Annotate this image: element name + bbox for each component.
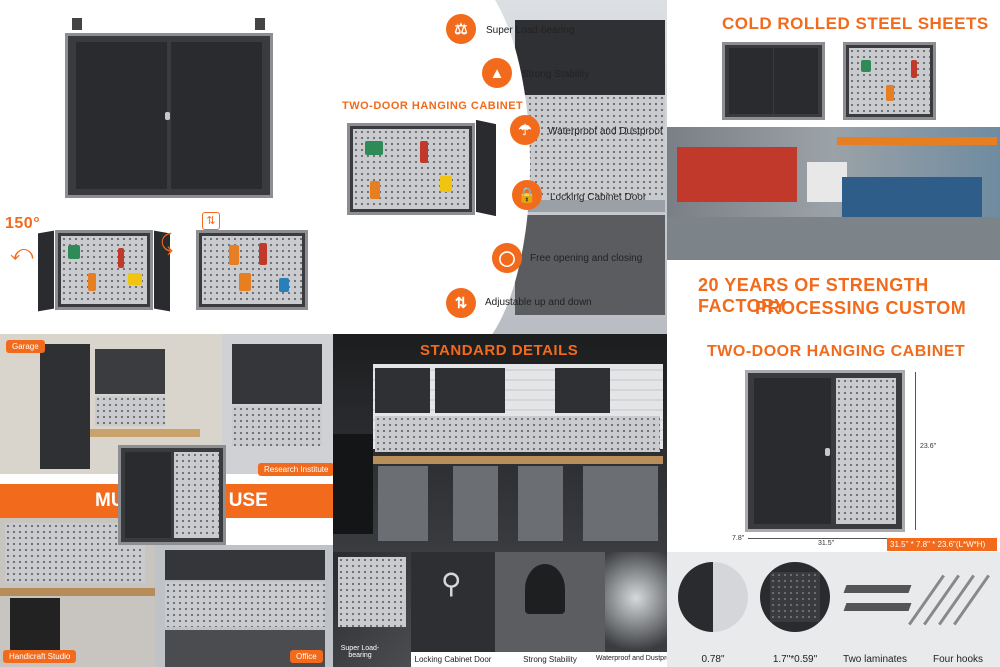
toggle-icon: ◯ — [492, 243, 522, 273]
dimension-summary: 31.5" * 7.8" * 23.6"(L*W*H) — [890, 540, 986, 549]
detail-hole-size — [760, 562, 830, 632]
dimension-depth: 7.8" — [732, 535, 745, 542]
umbrella-icon: ☂ — [510, 115, 540, 145]
detail-label-bg — [411, 652, 495, 667]
cabinet-open-adjustable — [196, 230, 308, 310]
key-icon: ⚲ — [441, 568, 462, 599]
laminate-shelf — [843, 603, 912, 611]
heading-two-door-large: TWO-DOOR HANGING CABINET — [707, 343, 966, 360]
detail-label: Locking Cabinet Door — [414, 655, 492, 664]
heading-years-line1: 20 YEARS OF STRENGTH FACTORY — [698, 275, 929, 316]
door-left-open — [38, 230, 54, 312]
scene-tag-garage: Garage — [6, 340, 45, 353]
cabinet-closed-small — [722, 42, 825, 120]
detail-label: 1.7"*0.59" — [772, 654, 818, 665]
feature-label: Free opening and closing — [530, 253, 643, 264]
scene-tag-research: Research Institute — [258, 463, 335, 476]
detail-label-bg — [495, 652, 605, 667]
hook-bracket — [525, 564, 565, 614]
detail-label: Waterproof and Dustproof — [595, 655, 677, 662]
arrow-left-icon: ⤺ — [10, 240, 34, 265]
detail-label-bg — [605, 652, 667, 667]
detail-label: Four hooks — [932, 654, 984, 665]
cabinet-dimension — [745, 370, 905, 532]
detail-stability — [495, 552, 605, 667]
dimension-width: 31.5" — [818, 540, 835, 547]
scene-tag-studio: Handicraft Studio — [3, 650, 77, 663]
triangle-icon: ▲ — [482, 58, 512, 88]
cabinet-door-right — [171, 42, 262, 189]
cabinet-closed — [65, 33, 273, 198]
feature-label: Strong Stability — [522, 69, 590, 80]
cabinet-lock — [164, 112, 170, 121]
cabinet-scene-center — [118, 445, 226, 545]
scene-tag-office: Office — [290, 650, 323, 663]
heading-standard-details: STANDARD DETAILS — [420, 342, 579, 359]
adjust-icon: ⇅ — [202, 212, 220, 230]
workshop-photo — [455, 0, 667, 334]
detail-locking: ⚲ — [411, 552, 495, 667]
feature-label: Locking Cabinet Door — [550, 192, 647, 203]
garage-photo — [0, 334, 222, 474]
mount-hook — [72, 18, 82, 30]
heading-two-door-small: TWO-DOOR HANGING CABINET — [342, 100, 524, 112]
detail-label: Strong Stability — [523, 655, 577, 664]
factory-photo — [667, 127, 1000, 260]
cabinet-door-left — [76, 42, 167, 189]
cabinet-open-150 — [55, 230, 153, 310]
mount-hook — [255, 18, 265, 30]
door-right-open — [476, 119, 496, 217]
heading-cold-rolled: COLD ROLLED STEEL SHEETS — [722, 14, 989, 33]
feature-label: Waterproof and Dustproof — [548, 126, 663, 137]
arrow-right-icon: ⤹ — [160, 230, 174, 255]
feature-label: Super Load-bearing — [486, 25, 575, 36]
feature-label: Adjustable up and down — [485, 297, 592, 308]
cabinet-open-small — [843, 42, 936, 120]
detail-label: Super Load-bearing — [340, 645, 380, 659]
lock-icon: 🔒 — [512, 180, 542, 210]
detail-thickness — [678, 562, 748, 632]
dimension-line-height — [915, 372, 916, 530]
office-photo — [155, 545, 333, 667]
detail-load-bearing — [333, 552, 411, 667]
angle-label: 150° — [5, 215, 41, 232]
dimension-height: 23.6" — [920, 443, 937, 450]
dimension-line-width — [748, 538, 908, 539]
research-photo — [222, 334, 333, 474]
cabinet-open-feature — [347, 123, 475, 215]
heading-years-line2: PROCESSING CUSTOM — [755, 298, 967, 318]
dimension-summary-badge — [887, 538, 997, 551]
detail-label: 0.78" — [701, 654, 725, 665]
standard-details-photo — [333, 334, 667, 552]
weight-icon: ⚖ — [446, 14, 476, 44]
arrows-icon: ⇅ — [446, 288, 476, 318]
detail-waterproof — [605, 552, 667, 667]
laminate-shelf — [843, 585, 912, 593]
detail-label: Two laminates — [843, 654, 907, 665]
